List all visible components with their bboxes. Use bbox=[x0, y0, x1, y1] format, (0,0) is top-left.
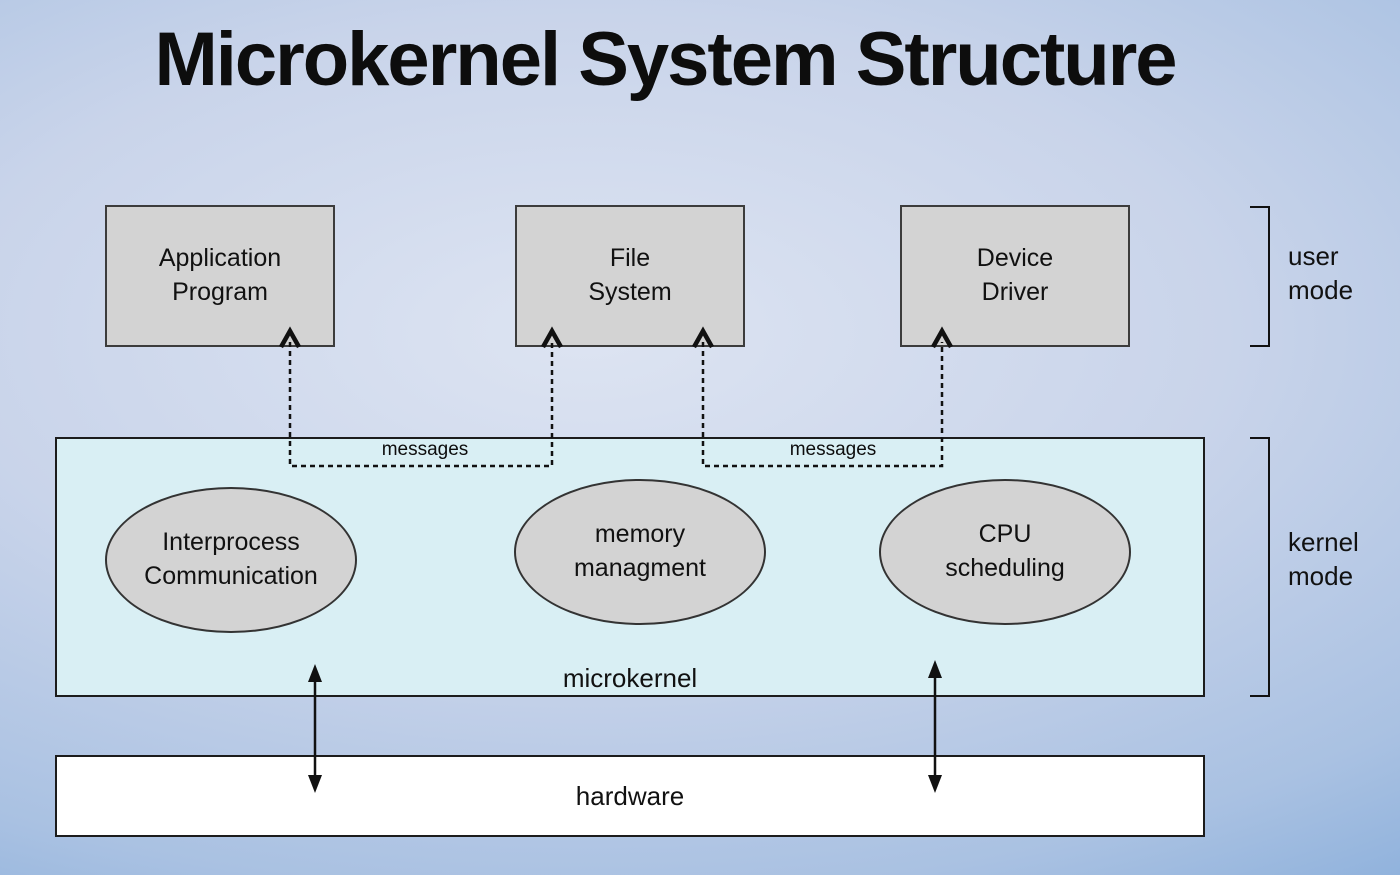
box-application-program: Application Program bbox=[105, 205, 335, 347]
ellipse-interprocess-communication-label: Interprocess Communication bbox=[144, 528, 318, 590]
messages-label-left: messages bbox=[381, 439, 469, 460]
box-application-program-label: Application Program bbox=[158, 244, 282, 306]
kernel-mode-label: kernel mode bbox=[1288, 527, 1359, 591]
page-title: Microkernel System Structure bbox=[154, 17, 1177, 102]
microkernel-label: microkernel bbox=[562, 663, 698, 693]
ellipse-cpu-scheduling: CPU scheduling bbox=[879, 479, 1131, 625]
ellipse-interprocess-communication: Interprocess Communication bbox=[105, 487, 357, 633]
messages-label-right: messages bbox=[789, 439, 877, 460]
hardware-label: hardware bbox=[575, 780, 685, 811]
ellipse-memory-management: memory managment bbox=[514, 479, 766, 625]
user-mode-bracket bbox=[1250, 206, 1270, 347]
box-file-system: File System bbox=[515, 205, 745, 347]
ellipse-memory-management-label: memory managment bbox=[573, 520, 707, 582]
box-device-driver-label: Device Driver bbox=[976, 244, 1054, 306]
kernel-mode-bracket bbox=[1250, 437, 1270, 697]
box-device-driver: Device Driver bbox=[900, 205, 1130, 347]
box-file-system-label: File System bbox=[588, 244, 672, 306]
hardware-box: hardware bbox=[55, 755, 1205, 837]
ellipse-cpu-scheduling-label: CPU scheduling bbox=[945, 520, 1065, 582]
user-mode-label: user mode bbox=[1288, 241, 1354, 305]
